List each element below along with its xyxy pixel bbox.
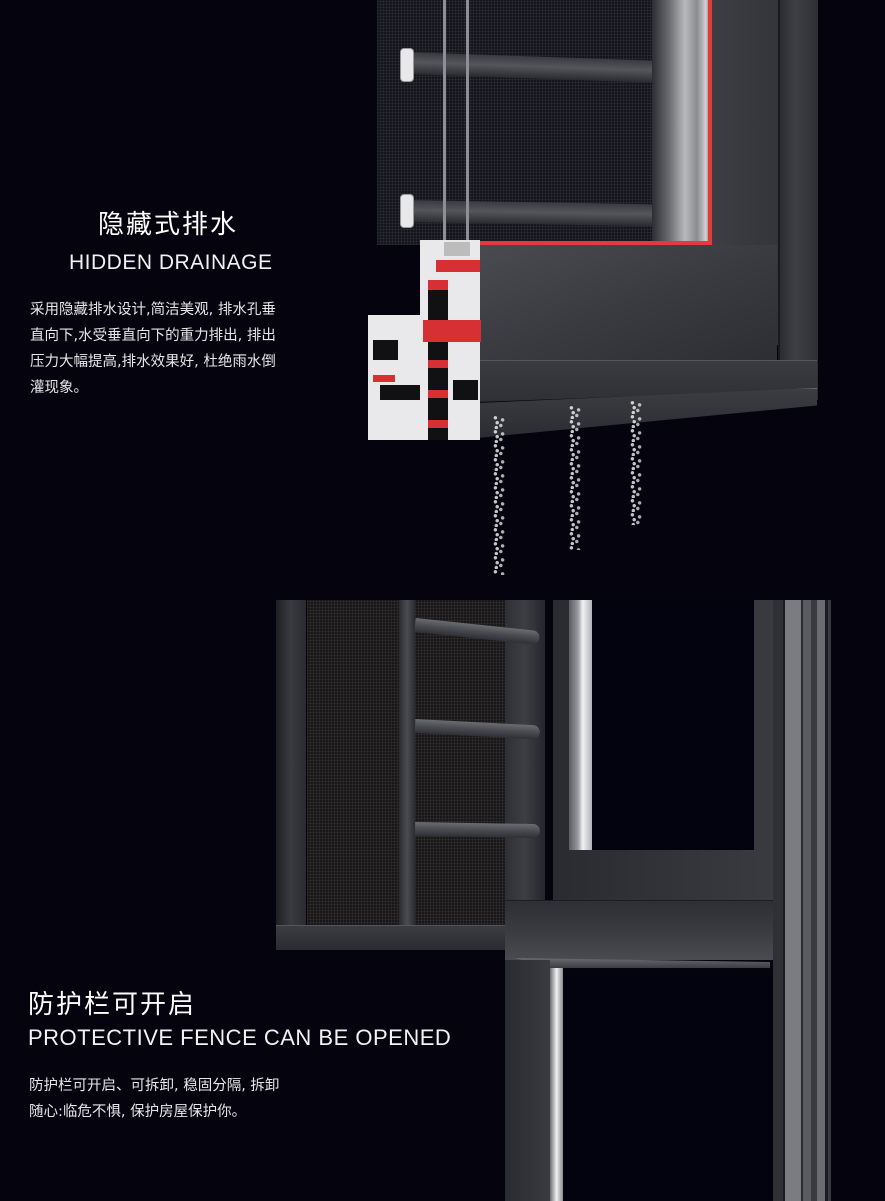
transom-lip [515, 958, 770, 968]
outer-frame-jamb [773, 600, 831, 1201]
description-line: 随心:临危不惧, 保护房屋保护你。 [29, 1104, 247, 1120]
red-gasket-vertical [708, 0, 712, 245]
sash-right-stile [505, 600, 545, 945]
aluminum-profile-cross-section [368, 240, 481, 440]
description-line: 压力大幅提高,排水效果好, 杜绝雨水倒 [30, 354, 276, 370]
security-screen-mesh [415, 600, 505, 930]
window-frame-bottom-rail [477, 245, 777, 360]
sash-middle-stile [399, 600, 415, 945]
glass-edge-highlight [550, 968, 563, 1201]
bar-end-cap [400, 48, 414, 82]
section-subtitle: HIDDEN DRAINAGE [69, 251, 273, 274]
glass-spacer-edge [652, 0, 712, 245]
glass-pane-edge [466, 0, 469, 245]
section-description: 防护栏可开启、可拆卸, 稳固分隔, 拆卸 随心:临危不惧, 保护房屋保护你。 [29, 1073, 359, 1125]
lower-frame-stile [505, 960, 550, 1201]
description-line: 直向下,水受垂直向下的重力排出, 排出 [30, 328, 276, 344]
sash-bottom-rail [276, 925, 544, 950]
section-subtitle: PROTECTIVE FENCE CAN BE OPENED [28, 1025, 452, 1050]
section-title: 隐藏式排水 [98, 210, 239, 240]
section-description: 采用隐藏排水设计,简洁美观, 排水孔垂 直向下,水受垂直向下的重力排出, 排出 … [30, 297, 340, 401]
glass-edge-highlight [569, 600, 592, 850]
outer-frame-stile [778, 0, 818, 400]
section-title: 防护栏可开启 [28, 990, 197, 1020]
water-drip [627, 400, 645, 525]
red-gasket-horizontal [477, 241, 712, 245]
sash-left-stile [276, 600, 306, 950]
fence-bar [414, 822, 541, 839]
description-line: 采用隐藏排水设计,简洁美观, 排水孔垂 [30, 302, 276, 318]
transom-rail [505, 900, 775, 960]
description-line: 灌现象。 [30, 380, 88, 396]
water-drip [490, 415, 508, 575]
upper-glass-pane [592, 600, 754, 850]
security-screen-mesh [307, 600, 399, 935]
water-drip [566, 405, 584, 550]
glass-pane-edge [443, 0, 446, 245]
lower-glass-pane [565, 975, 773, 1201]
description-line: 防护栏可开启、可拆卸, 稳固分隔, 拆卸 [29, 1078, 280, 1094]
bar-end-cap [400, 194, 414, 228]
